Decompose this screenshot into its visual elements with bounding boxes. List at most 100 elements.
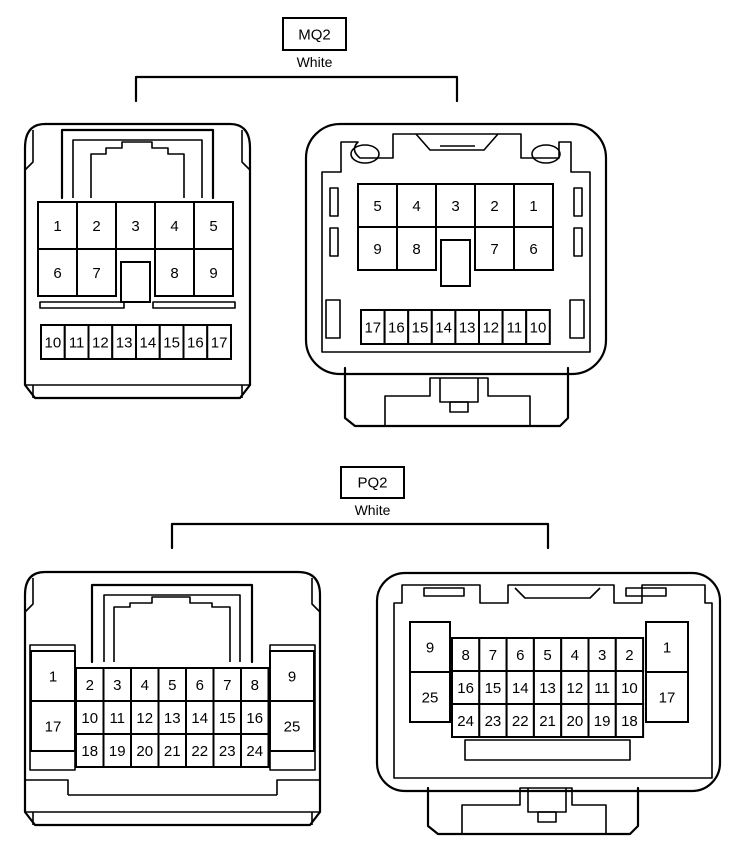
pin-cell <box>37 248 78 297</box>
pq2-color: White <box>355 502 391 518</box>
pin-label: 5 <box>543 647 551 664</box>
pin-label: 7 <box>92 265 100 282</box>
pin-cell <box>30 700 76 752</box>
pin-label: 14 <box>512 680 529 697</box>
pin-label: 2 <box>490 198 498 215</box>
key-cavity <box>120 261 151 303</box>
mq2-label-box <box>282 17 347 51</box>
pin-label: 12 <box>482 320 499 337</box>
pin-label: 11 <box>507 320 523 337</box>
pin-label: 8 <box>251 677 259 694</box>
pin-label: 15 <box>163 335 180 352</box>
pin-label: 14 <box>140 335 157 352</box>
pin-label: 16 <box>457 680 474 697</box>
pin-cell <box>357 183 398 228</box>
pin-label: 5 <box>168 677 176 694</box>
pin-cell <box>513 226 554 271</box>
pin-cell <box>115 201 156 250</box>
pin-label: 10 <box>45 335 62 352</box>
pin-label: 2 <box>92 218 100 235</box>
pq2-right-housing <box>375 571 722 793</box>
pin-cell <box>357 226 398 271</box>
pin-label: 11 <box>594 680 610 697</box>
mq2-right-base <box>343 366 570 428</box>
pin-cell <box>645 621 689 673</box>
pin-cell <box>130 733 160 768</box>
pin-label: 4 <box>170 218 178 235</box>
pq2-bracket <box>170 522 550 550</box>
pin-label: 5 <box>373 198 381 215</box>
pin-label: 3 <box>451 198 459 215</box>
pin-label: 8 <box>412 241 420 258</box>
pin-cell <box>269 700 315 752</box>
pin-cell <box>645 671 689 723</box>
pin-label: 17 <box>659 690 676 707</box>
pin-label: 11 <box>109 710 125 727</box>
pin-cell <box>474 226 515 271</box>
pin-label: 15 <box>219 710 236 727</box>
pin-label: 23 <box>485 713 502 730</box>
pin-label: 10 <box>621 680 638 697</box>
pin-cell <box>532 637 563 672</box>
pin-cell <box>269 650 315 702</box>
pin-cell <box>240 733 270 768</box>
pin-label: 4 <box>141 677 149 694</box>
pq2-label-box <box>340 466 405 499</box>
pin-label: 12 <box>136 710 153 727</box>
mq2-left-latch <box>60 128 215 200</box>
pin-label: 3 <box>598 647 606 664</box>
pin-label: 1 <box>663 640 671 657</box>
pin-label: 10 <box>81 710 98 727</box>
pin-label: 3 <box>113 677 121 694</box>
pin-label: 21 <box>539 713 556 730</box>
pin-label: 19 <box>594 713 611 730</box>
pin-cell <box>240 667 270 702</box>
pin-cell <box>206 324 232 360</box>
pin-label: 13 <box>539 680 556 697</box>
pin-label: 9 <box>426 640 434 657</box>
pin-label: 15 <box>485 680 502 697</box>
pin-cell <box>505 670 535 705</box>
pin-label: 9 <box>288 669 296 686</box>
pin-label: 10 <box>530 320 547 337</box>
pin-label: 14 <box>191 710 208 727</box>
pin-label: 6 <box>196 677 204 694</box>
mq2-header: MQ2 White <box>134 17 459 103</box>
mq2-left-housing <box>23 122 252 400</box>
pin-label: 25 <box>284 719 301 736</box>
pin-label: 9 <box>373 241 381 258</box>
pin-cell <box>587 703 617 738</box>
pin-cell <box>614 703 645 738</box>
mq2-color: White <box>297 54 333 70</box>
pin-label: 21 <box>164 743 181 760</box>
pin-cell <box>409 671 451 723</box>
pin-label: 8 <box>461 647 469 664</box>
pin-cell <box>75 733 105 768</box>
pq2-right-base <box>426 786 640 836</box>
pin-label: 24 <box>457 713 474 730</box>
pin-label: 2 <box>86 677 94 694</box>
pin-label: 7 <box>489 647 497 664</box>
pin-cell <box>154 248 195 297</box>
pin-label: 7 <box>490 241 498 258</box>
pin-cell <box>193 248 234 297</box>
pin-cell <box>240 700 270 735</box>
pin-label: 1 <box>49 669 57 686</box>
pin-cell <box>474 183 515 228</box>
pin-label: 12 <box>567 680 584 697</box>
pin-label: 14 <box>435 320 452 337</box>
pin-label: 17 <box>364 320 381 337</box>
pin-cell <box>478 703 508 738</box>
pin-label: 19 <box>109 743 126 760</box>
pin-cell <box>102 667 132 702</box>
pin-cell <box>560 703 590 738</box>
pin-label: 13 <box>116 335 133 352</box>
pin-label: 5 <box>209 218 217 235</box>
pin-label: 18 <box>81 743 98 760</box>
